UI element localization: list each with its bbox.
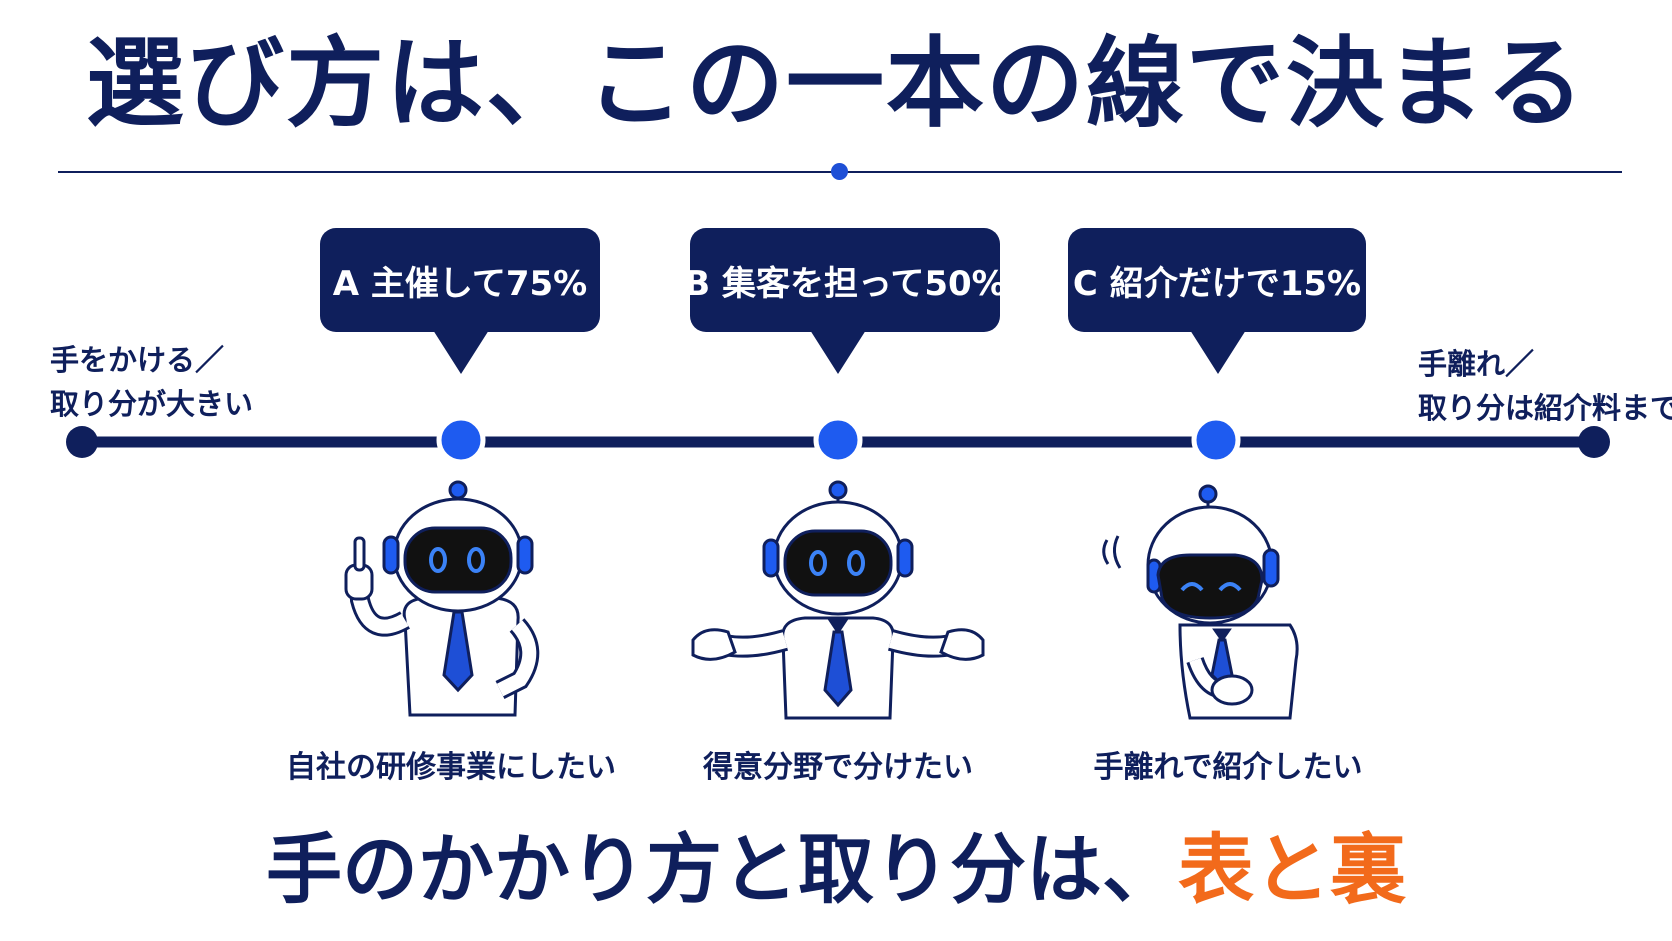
right-end-label: 手離れ／ 取り分は紹介料まで — [1418, 342, 1672, 430]
page-title: 選び方は、この一本の線で決まる — [85, 27, 1586, 141]
right-end-label-line1: 手離れ／ — [1418, 347, 1535, 381]
option-a-node — [436, 415, 486, 465]
robot-c-illustration — [1102, 484, 1299, 720]
left-end-label-line1: 手をかける／ — [50, 343, 225, 377]
right-end-dot — [1578, 426, 1610, 458]
robot-b-illustration — [691, 480, 985, 720]
option-b-node — [813, 415, 863, 465]
right-end-label-line2: 取り分は紹介料まで — [1418, 391, 1672, 425]
option-c-bubble-tail — [1190, 330, 1246, 374]
left-end-dot — [66, 426, 98, 458]
option-a-bubble: A 主催して75% — [320, 228, 600, 332]
option-b-caption: 得意分野で分けたい — [703, 750, 973, 785]
option-c-node — [1191, 415, 1241, 465]
bottom-message-accent: 表と裏 — [1178, 825, 1406, 914]
option-c-caption: 手離れで紹介したい — [1093, 750, 1363, 785]
option-b-bubble: B 集客を担って50% — [684, 228, 1006, 332]
bottom-message: 手のかかり方と取り分は、表と裏 — [0, 828, 1672, 912]
left-end-label: 手をかける／ 取り分が大きい — [50, 338, 253, 426]
option-b-bubble-tail — [810, 330, 866, 374]
option-a-caption: 自社の研修事業にしたい — [286, 750, 616, 785]
option-a-bubble-tail — [433, 330, 489, 374]
left-end-label-line2: 取り分が大きい — [50, 387, 254, 421]
bottom-message-text: 手のかかり方と取り分は、 — [266, 825, 1178, 914]
divider-center-dot — [831, 163, 848, 180]
option-c-bubble: C 紹介だけで15% — [1068, 228, 1366, 332]
robot-a-illustration — [344, 480, 540, 717]
